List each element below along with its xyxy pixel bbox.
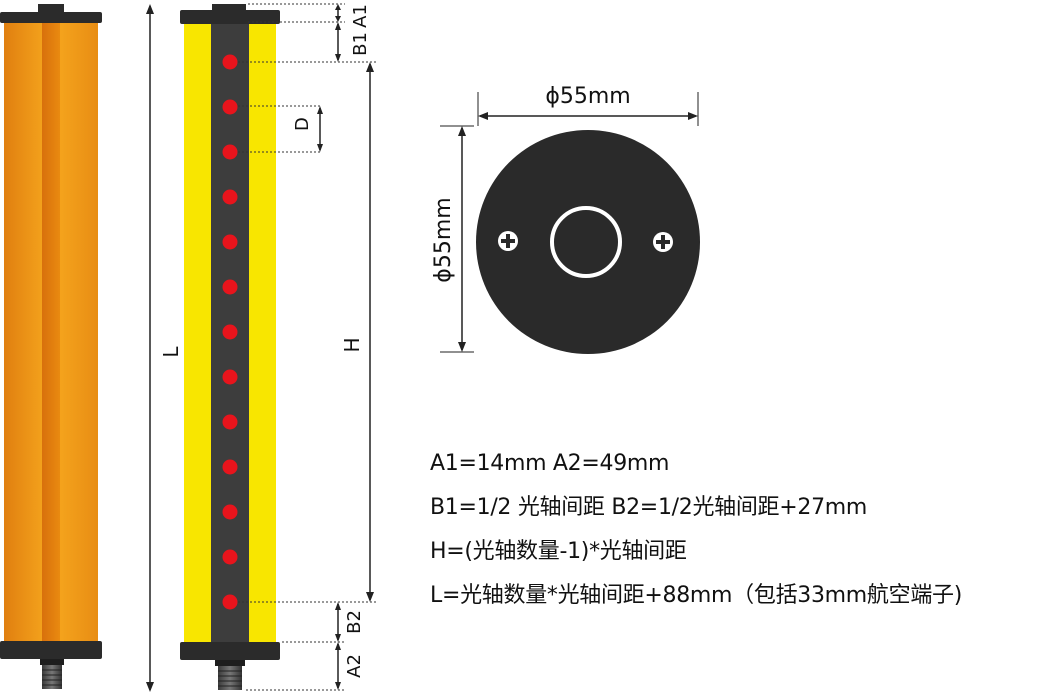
screw-icon-left xyxy=(498,231,518,251)
led-dot xyxy=(222,369,238,385)
dimension-h: H xyxy=(340,62,374,602)
dimension-a1: A1 xyxy=(335,4,371,28)
led-dot xyxy=(222,189,238,205)
led-dot xyxy=(222,549,238,565)
led-dot xyxy=(222,459,238,475)
dimension-b2: B2 xyxy=(335,602,365,642)
led-dot xyxy=(222,414,238,430)
screw-icon-right xyxy=(653,232,673,252)
label-b2: B2 xyxy=(344,610,365,634)
led-dot xyxy=(222,54,238,70)
label-h: H xyxy=(340,337,364,352)
dimension-b1: B1 xyxy=(335,22,371,62)
extension-lines xyxy=(238,3,376,691)
dimension-a2: A2 xyxy=(335,642,365,690)
end-cap-view: ϕ55mm ϕ55mm xyxy=(431,84,700,354)
led-dot xyxy=(222,279,238,295)
led-dot xyxy=(222,504,238,520)
dimension-l: L xyxy=(146,4,183,692)
led-dot xyxy=(222,324,238,340)
label-d: D xyxy=(292,117,313,131)
label-a1: A1 xyxy=(350,4,371,28)
led-column xyxy=(222,54,238,610)
spec-line-h: H=(光轴数量-1)*光轴间距 xyxy=(430,539,687,564)
connector-ring xyxy=(550,206,622,278)
end-cap-disc xyxy=(476,130,700,354)
left-light-bar xyxy=(0,4,102,689)
label-l: L xyxy=(159,346,183,358)
spec-line-b: B1=1/2 光轴间距 B2=1/2光轴间距+27mm xyxy=(430,495,868,520)
label-b1: B1 xyxy=(350,32,371,56)
spec-line-a: A1=14mm A2=49mm xyxy=(430,451,670,476)
spec-formulas: A1=14mm A2=49mm B1=1/2 光轴间距 B2=1/2光轴间距+2… xyxy=(430,442,962,618)
label-diameter-vertical: ϕ55mm xyxy=(431,197,456,282)
label-diameter-horizontal: ϕ55mm xyxy=(545,84,630,109)
dimension-d: D xyxy=(292,106,323,152)
led-dot xyxy=(222,99,238,115)
led-dot xyxy=(222,594,238,610)
led-dot xyxy=(222,144,238,160)
label-a2: A2 xyxy=(344,654,365,678)
spec-line-l: L=光轴数量*光轴间距+88mm（包括33mm航空端子) xyxy=(430,583,963,608)
led-dot xyxy=(222,234,238,250)
right-light-bar xyxy=(180,4,280,690)
